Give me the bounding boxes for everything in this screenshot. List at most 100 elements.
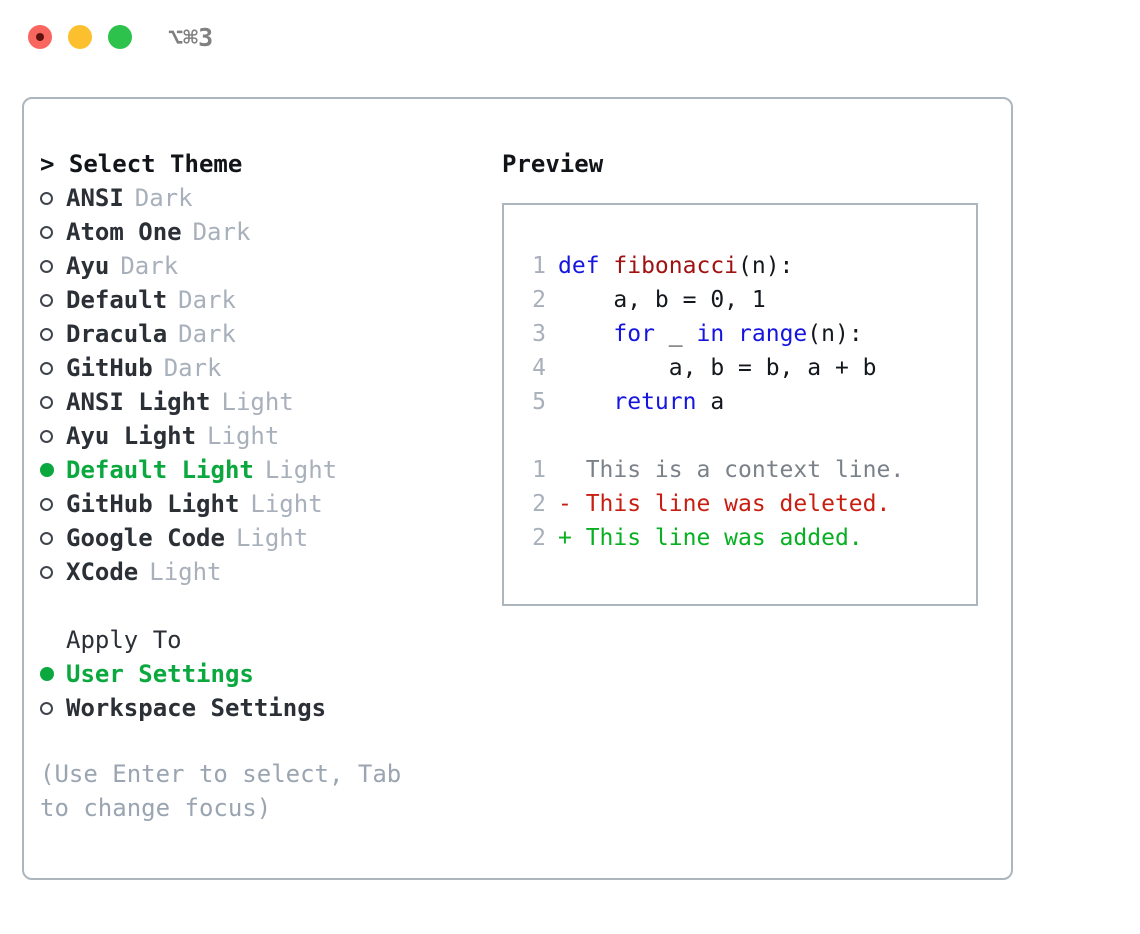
theme-item-marker [40, 215, 66, 249]
theme-item-label: Ayu Light [66, 422, 197, 450]
code-line: 5 return a [518, 385, 904, 419]
theme-item-marker [40, 283, 66, 317]
theme-item-category: Light [207, 422, 280, 450]
diff-line-ctx: 1 This is a context line. [518, 453, 904, 487]
theme-item-marker [40, 351, 66, 385]
diff-line-number: 2 [532, 525, 546, 551]
theme-item-category: Dark [163, 354, 222, 382]
diff-line-del: 2- This line was deleted. [518, 487, 904, 521]
theme-item-marker [40, 453, 66, 487]
theme-item-7[interactable]: Ayu Light Light [40, 419, 480, 453]
theme-item-marker [40, 419, 66, 453]
theme-item-8[interactable]: Default Light Light [40, 453, 480, 487]
radio-unselected-icon [40, 702, 53, 715]
preview-title: Preview [502, 150, 604, 178]
apply-to-item-marker [40, 657, 66, 691]
theme-item-0[interactable]: ANSI Dark [40, 181, 480, 215]
close-window-button[interactable] [28, 25, 52, 49]
theme-item-marker [40, 487, 66, 521]
keyboard-hint: (Use Enter to select, Tab to change focu… [40, 760, 402, 822]
apply-to-item-label: Workspace Settings [66, 694, 327, 722]
radio-unselected-icon [40, 532, 53, 545]
theme-item-9[interactable]: GitHub Light Light [40, 487, 480, 521]
diff-line-text: This is a context line. [558, 457, 905, 483]
code-line: 3 for _ in range(n): [518, 317, 904, 351]
theme-item-5[interactable]: GitHub Dark [40, 351, 480, 385]
theme-item-category: Dark [120, 252, 179, 280]
code-line: 4 a, b = b, a + b [518, 351, 904, 385]
code-line-text: a, b = b, a + b [558, 355, 877, 381]
keyboard-shortcut-label: ⌥⌘3 [168, 23, 214, 52]
radio-unselected-icon [40, 226, 53, 239]
theme-item-category: Dark [134, 184, 193, 212]
theme-item-label: XCode [66, 558, 139, 586]
apply-to-title-row: Apply To [40, 623, 480, 657]
theme-item-4[interactable]: Dracula Dark [40, 317, 480, 351]
radio-unselected-icon [40, 294, 53, 307]
apply-to-item-label: User Settings [66, 660, 254, 688]
theme-item-category: Dark [178, 320, 236, 348]
radio-unselected-icon [40, 566, 53, 579]
theme-item-marker [40, 317, 66, 351]
theme-item-category: Light [149, 558, 222, 586]
theme-item-11[interactable]: XCode Light [40, 555, 480, 589]
code-line-text: for _ in range(n): [613, 321, 863, 347]
title-bar: ⌥⌘3 [0, 0, 1140, 78]
radio-unselected-icon [40, 192, 53, 205]
theme-item-category: Dark [192, 218, 251, 246]
diff-line-add: 2 + This line was added. [518, 521, 904, 555]
theme-item-marker [40, 521, 66, 555]
code-line: 2 a, b = 0, 1 [518, 283, 904, 317]
radio-unselected-icon [40, 498, 53, 511]
radio-unselected-icon [40, 328, 53, 341]
theme-item-category: Light [264, 456, 338, 484]
radio-unselected-icon [40, 430, 53, 443]
theme-item-marker [40, 249, 66, 283]
diff-line-number: 1 [532, 457, 546, 483]
apply-to-item-0[interactable]: User Settings [40, 657, 480, 691]
theme-item-label: GitHub Light [66, 490, 240, 518]
theme-item-label: GitHub [66, 354, 153, 382]
theme-picker-title: > Select Theme [40, 150, 243, 178]
diff-line-text: + This line was added. [558, 525, 863, 551]
radio-unselected-icon [40, 396, 53, 409]
theme-item-label: ANSI Light [66, 388, 211, 416]
theme-item-label: Default Light [66, 456, 254, 484]
apply-to-item-1[interactable]: Workspace Settings [40, 691, 480, 725]
theme-item-marker [40, 555, 66, 589]
radio-unselected-icon [40, 362, 53, 375]
theme-item-category: Light [250, 490, 323, 518]
theme-item-label: Atom One [66, 218, 182, 246]
code-line-text: return a [613, 389, 725, 415]
theme-item-label: Google Code [66, 524, 225, 552]
apply-to-item-marker [40, 691, 66, 725]
theme-item-1[interactable]: Atom One Dark [40, 215, 480, 249]
radio-selected-icon [40, 463, 54, 477]
diff-line-text: - This line was deleted. [558, 491, 891, 517]
code-blank-line [518, 419, 904, 453]
code-line-number: 2 [532, 287, 546, 313]
theme-item-label: Dracula [66, 320, 168, 348]
traffic-lights [28, 25, 132, 49]
theme-item-marker [40, 385, 66, 419]
radio-selected-icon [40, 667, 54, 681]
minimize-window-button[interactable] [68, 25, 92, 49]
theme-item-marker [40, 181, 66, 215]
code-line-number: 3 [532, 321, 546, 347]
maximize-window-button[interactable] [108, 25, 132, 49]
code-line-number: 5 [532, 389, 546, 415]
theme-item-label: ANSI [66, 184, 124, 212]
